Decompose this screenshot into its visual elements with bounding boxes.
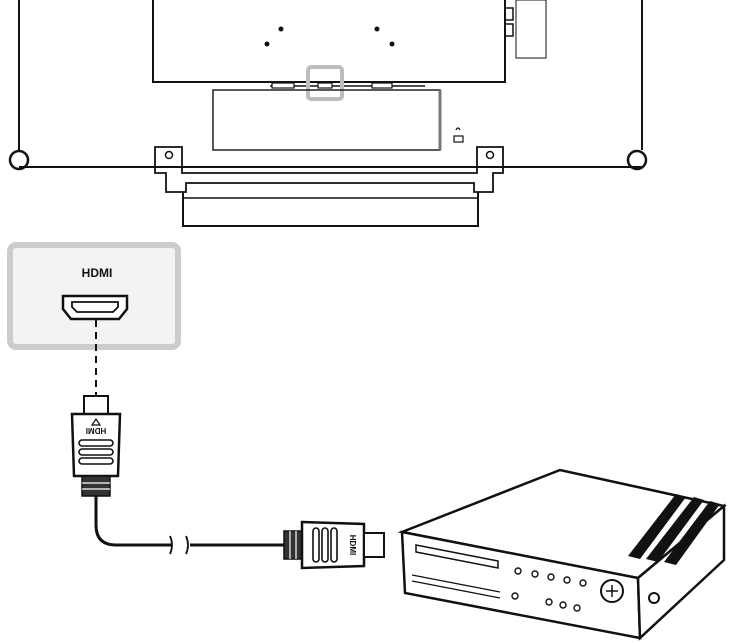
bracket-screw-right <box>485 150 495 160</box>
monitor-rear <box>8 0 648 227</box>
port-label: HDMI <box>82 266 113 280</box>
plug-marking: HDMI <box>348 535 357 555</box>
device-button <box>545 598 553 606</box>
device-buttons <box>511 567 587 612</box>
device-button <box>579 579 587 587</box>
hdmi-port-icon <box>61 294 129 321</box>
plug-triangle-mark <box>90 417 102 426</box>
device-button <box>531 570 539 578</box>
plug-marking: HDMI <box>86 426 106 435</box>
device-button <box>563 576 571 584</box>
side-connector <box>504 7 514 21</box>
vesa-screw <box>278 26 284 32</box>
device-vents <box>628 494 720 565</box>
power-button <box>648 592 660 604</box>
stand-base <box>182 192 479 227</box>
vesa-screws <box>264 26 395 47</box>
hdmi-plug-vertical: HDMI <box>70 395 122 497</box>
media-player-icon <box>397 468 727 641</box>
port-slot <box>317 82 333 89</box>
hdmi-cable <box>94 496 286 555</box>
plug-tip <box>83 395 109 415</box>
port-slot <box>371 82 393 89</box>
disc-tray <box>415 544 499 569</box>
plug-tip <box>363 532 385 558</box>
cable-break-icon <box>169 535 189 555</box>
bracket-screw-left <box>164 150 174 160</box>
vesa-screw <box>389 41 395 47</box>
front-groove <box>411 574 501 593</box>
plug-grip <box>78 439 114 465</box>
port-slot <box>271 82 295 89</box>
device-button <box>511 592 519 600</box>
dial-cross <box>606 585 618 597</box>
monitor-foot-left <box>8 149 30 171</box>
cable-segment-left <box>94 496 172 547</box>
port-highlight-frame <box>306 65 344 101</box>
device-button <box>559 601 567 609</box>
device-button <box>573 604 581 612</box>
side-bracket <box>515 0 547 59</box>
kensington-lock <box>453 135 464 143</box>
device-button <box>514 567 522 575</box>
plug-strain-relief <box>81 475 111 497</box>
vesa-screw <box>264 41 270 47</box>
hdmi-plug-horizontal: HDMI <box>283 520 385 570</box>
rear-panel <box>152 0 506 83</box>
side-connector <box>504 23 514 37</box>
device-button <box>547 573 555 581</box>
front-groove <box>411 580 501 599</box>
plug-grip <box>312 527 338 563</box>
vesa-screw <box>374 26 380 32</box>
monitor-foot-right <box>626 149 648 171</box>
port-callout: HDMI <box>7 242 181 350</box>
stand-bracket <box>154 146 504 193</box>
kensington-lock-symbol <box>455 127 461 131</box>
plug-strain-relief <box>283 530 303 560</box>
